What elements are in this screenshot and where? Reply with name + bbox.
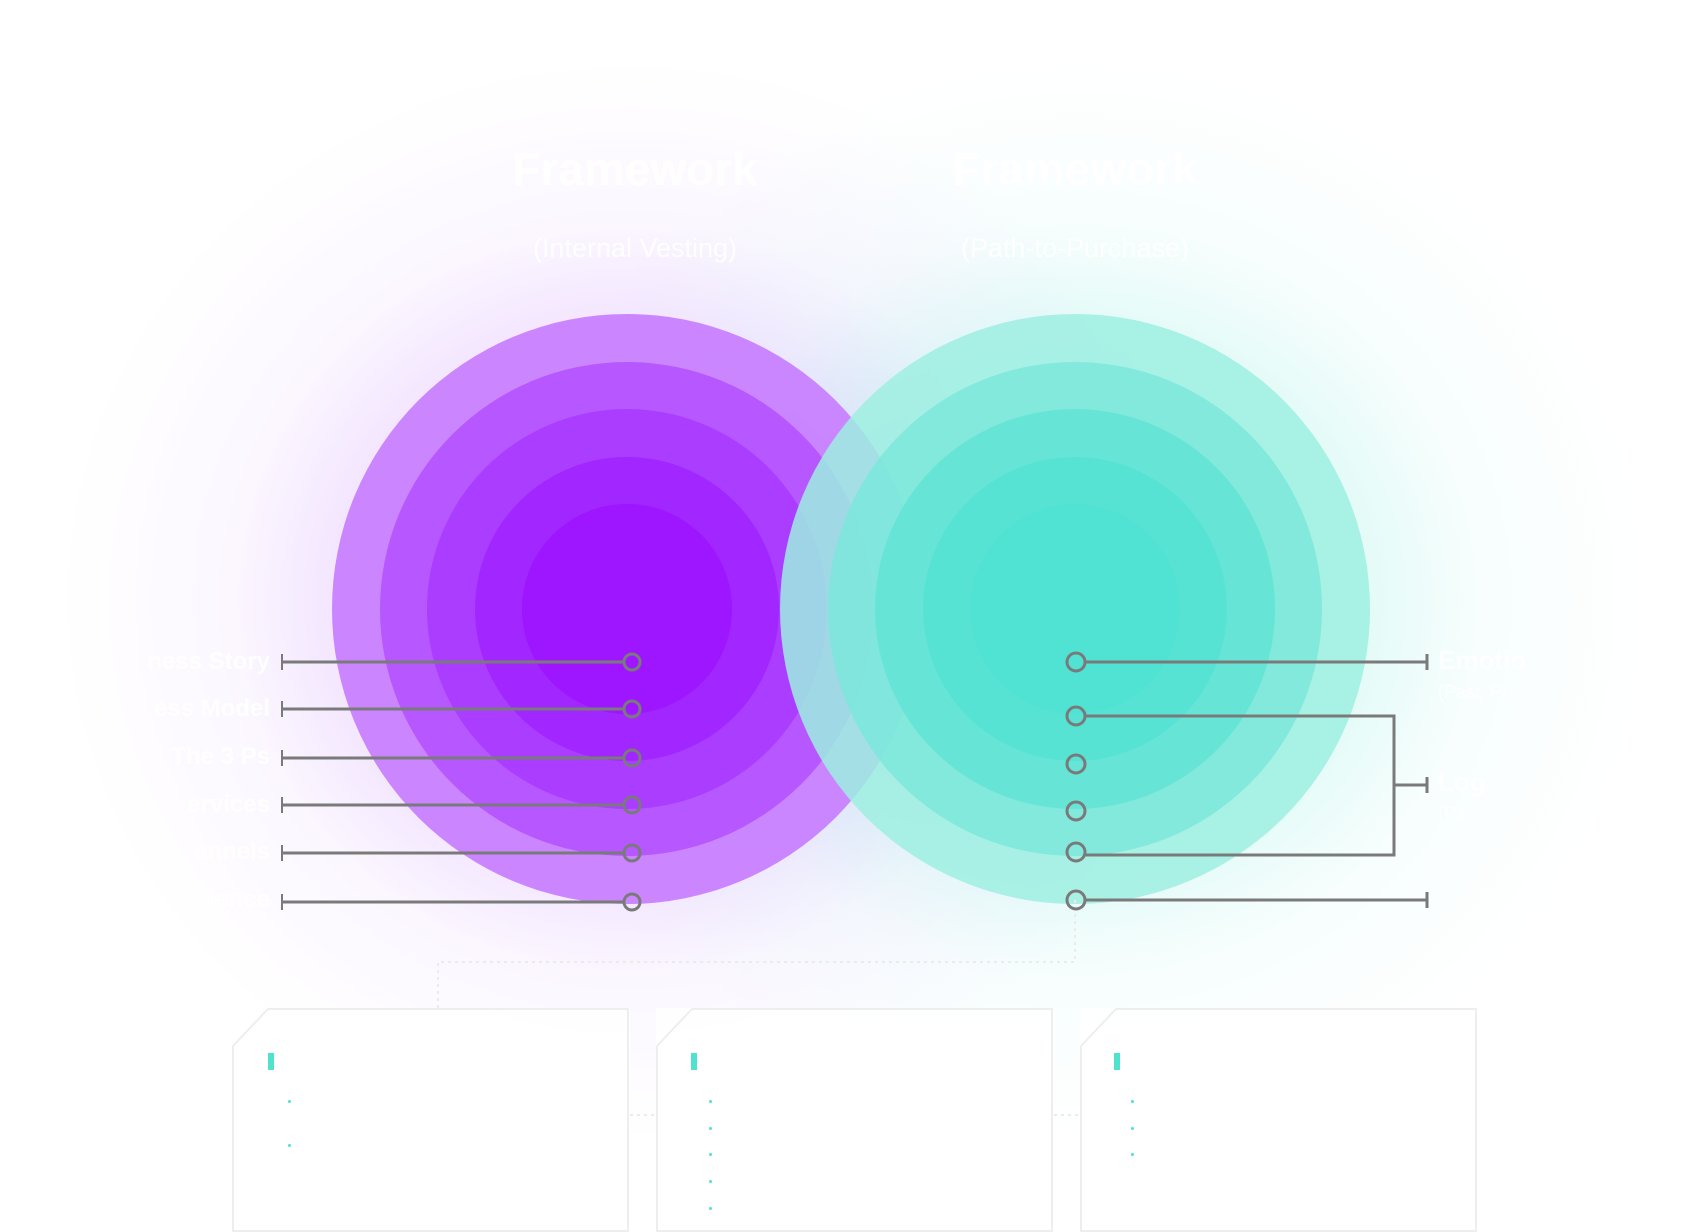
- left-connector-1: [281, 652, 642, 672]
- right-framework-title: Framework: [952, 143, 1198, 195]
- card-title-marker: [691, 1053, 697, 1070]
- left-label-3: The 3 Ps: [171, 743, 270, 770]
- connector-node-icon: [622, 892, 642, 912]
- right-label-2-title: Log: [1438, 767, 1486, 797]
- bullet-dot-icon: [288, 1144, 291, 1147]
- connector-node-icon: [622, 699, 642, 719]
- connector-node-icon: [622, 748, 642, 768]
- bullet-dot-icon: [709, 1126, 712, 1130]
- bullet-dot-icon: [1131, 1126, 1134, 1130]
- bullet-dot-icon: [288, 1100, 291, 1103]
- left-circle-rings: [332, 314, 922, 904]
- bullet-dot-icon: [709, 1100, 712, 1103]
- right-ring-5: [970, 504, 1180, 714]
- card-1: [232, 1008, 630, 1232]
- right-label-1-title: Emotio: [1438, 645, 1527, 675]
- right-circle-rings: [780, 314, 1370, 904]
- left-label-1: ness Story: [147, 648, 270, 675]
- framework-to-cards-connector: [437, 900, 1076, 1008]
- left-framework-subtitle: (Internal Vesting): [532, 233, 738, 263]
- right-framework-subtitle: (Path-to-Purchase): [960, 233, 1190, 263]
- bullet-dot-icon: [1131, 1100, 1134, 1103]
- connector-node-icon: [622, 795, 642, 815]
- card-frame: [1080, 1008, 1477, 1232]
- left-connector-4: [281, 795, 642, 815]
- bullet-dot-icon: [709, 1153, 712, 1157]
- left-label-4: ervices: [187, 791, 270, 818]
- right-node-icon-5: [1065, 841, 1087, 863]
- right-node-icon-3: [1065, 753, 1087, 775]
- bullet-dot-icon: [709, 1206, 712, 1210]
- left-label-6: ience: [208, 886, 270, 913]
- left-framework-title: Framework: [512, 143, 758, 195]
- left-connector-6: [281, 892, 642, 912]
- card-3: [1080, 1008, 1478, 1232]
- right-label-1-subtitle: (Past, Pr: [1438, 682, 1509, 702]
- bullet-dot-icon: [709, 1180, 712, 1184]
- left-label-2: ess Model: [153, 695, 270, 722]
- left-ring-5: [522, 504, 732, 714]
- connector-node-icon: [622, 843, 642, 863]
- card-2: [656, 1008, 1054, 1232]
- bullet-dot-icon: [1131, 1153, 1134, 1157]
- dotted-connectors: [437, 900, 1081, 1116]
- card-title-marker: [1114, 1053, 1120, 1070]
- right-connectors: [1065, 651, 1429, 911]
- left-connector-2: [281, 699, 642, 719]
- right-node-icon-4: [1065, 800, 1087, 822]
- card-frame: [656, 1008, 1053, 1232]
- left-connectors: [281, 652, 642, 912]
- connector-node-icon: [622, 652, 642, 672]
- left-connector-5: [281, 843, 642, 863]
- left-connector-3: [281, 748, 642, 768]
- card-frame: [232, 1008, 629, 1232]
- card-title-marker: [268, 1053, 274, 1070]
- left-label-5: annels: [193, 838, 270, 865]
- right-label-2-subtitle: (Pa: [1438, 804, 1467, 824]
